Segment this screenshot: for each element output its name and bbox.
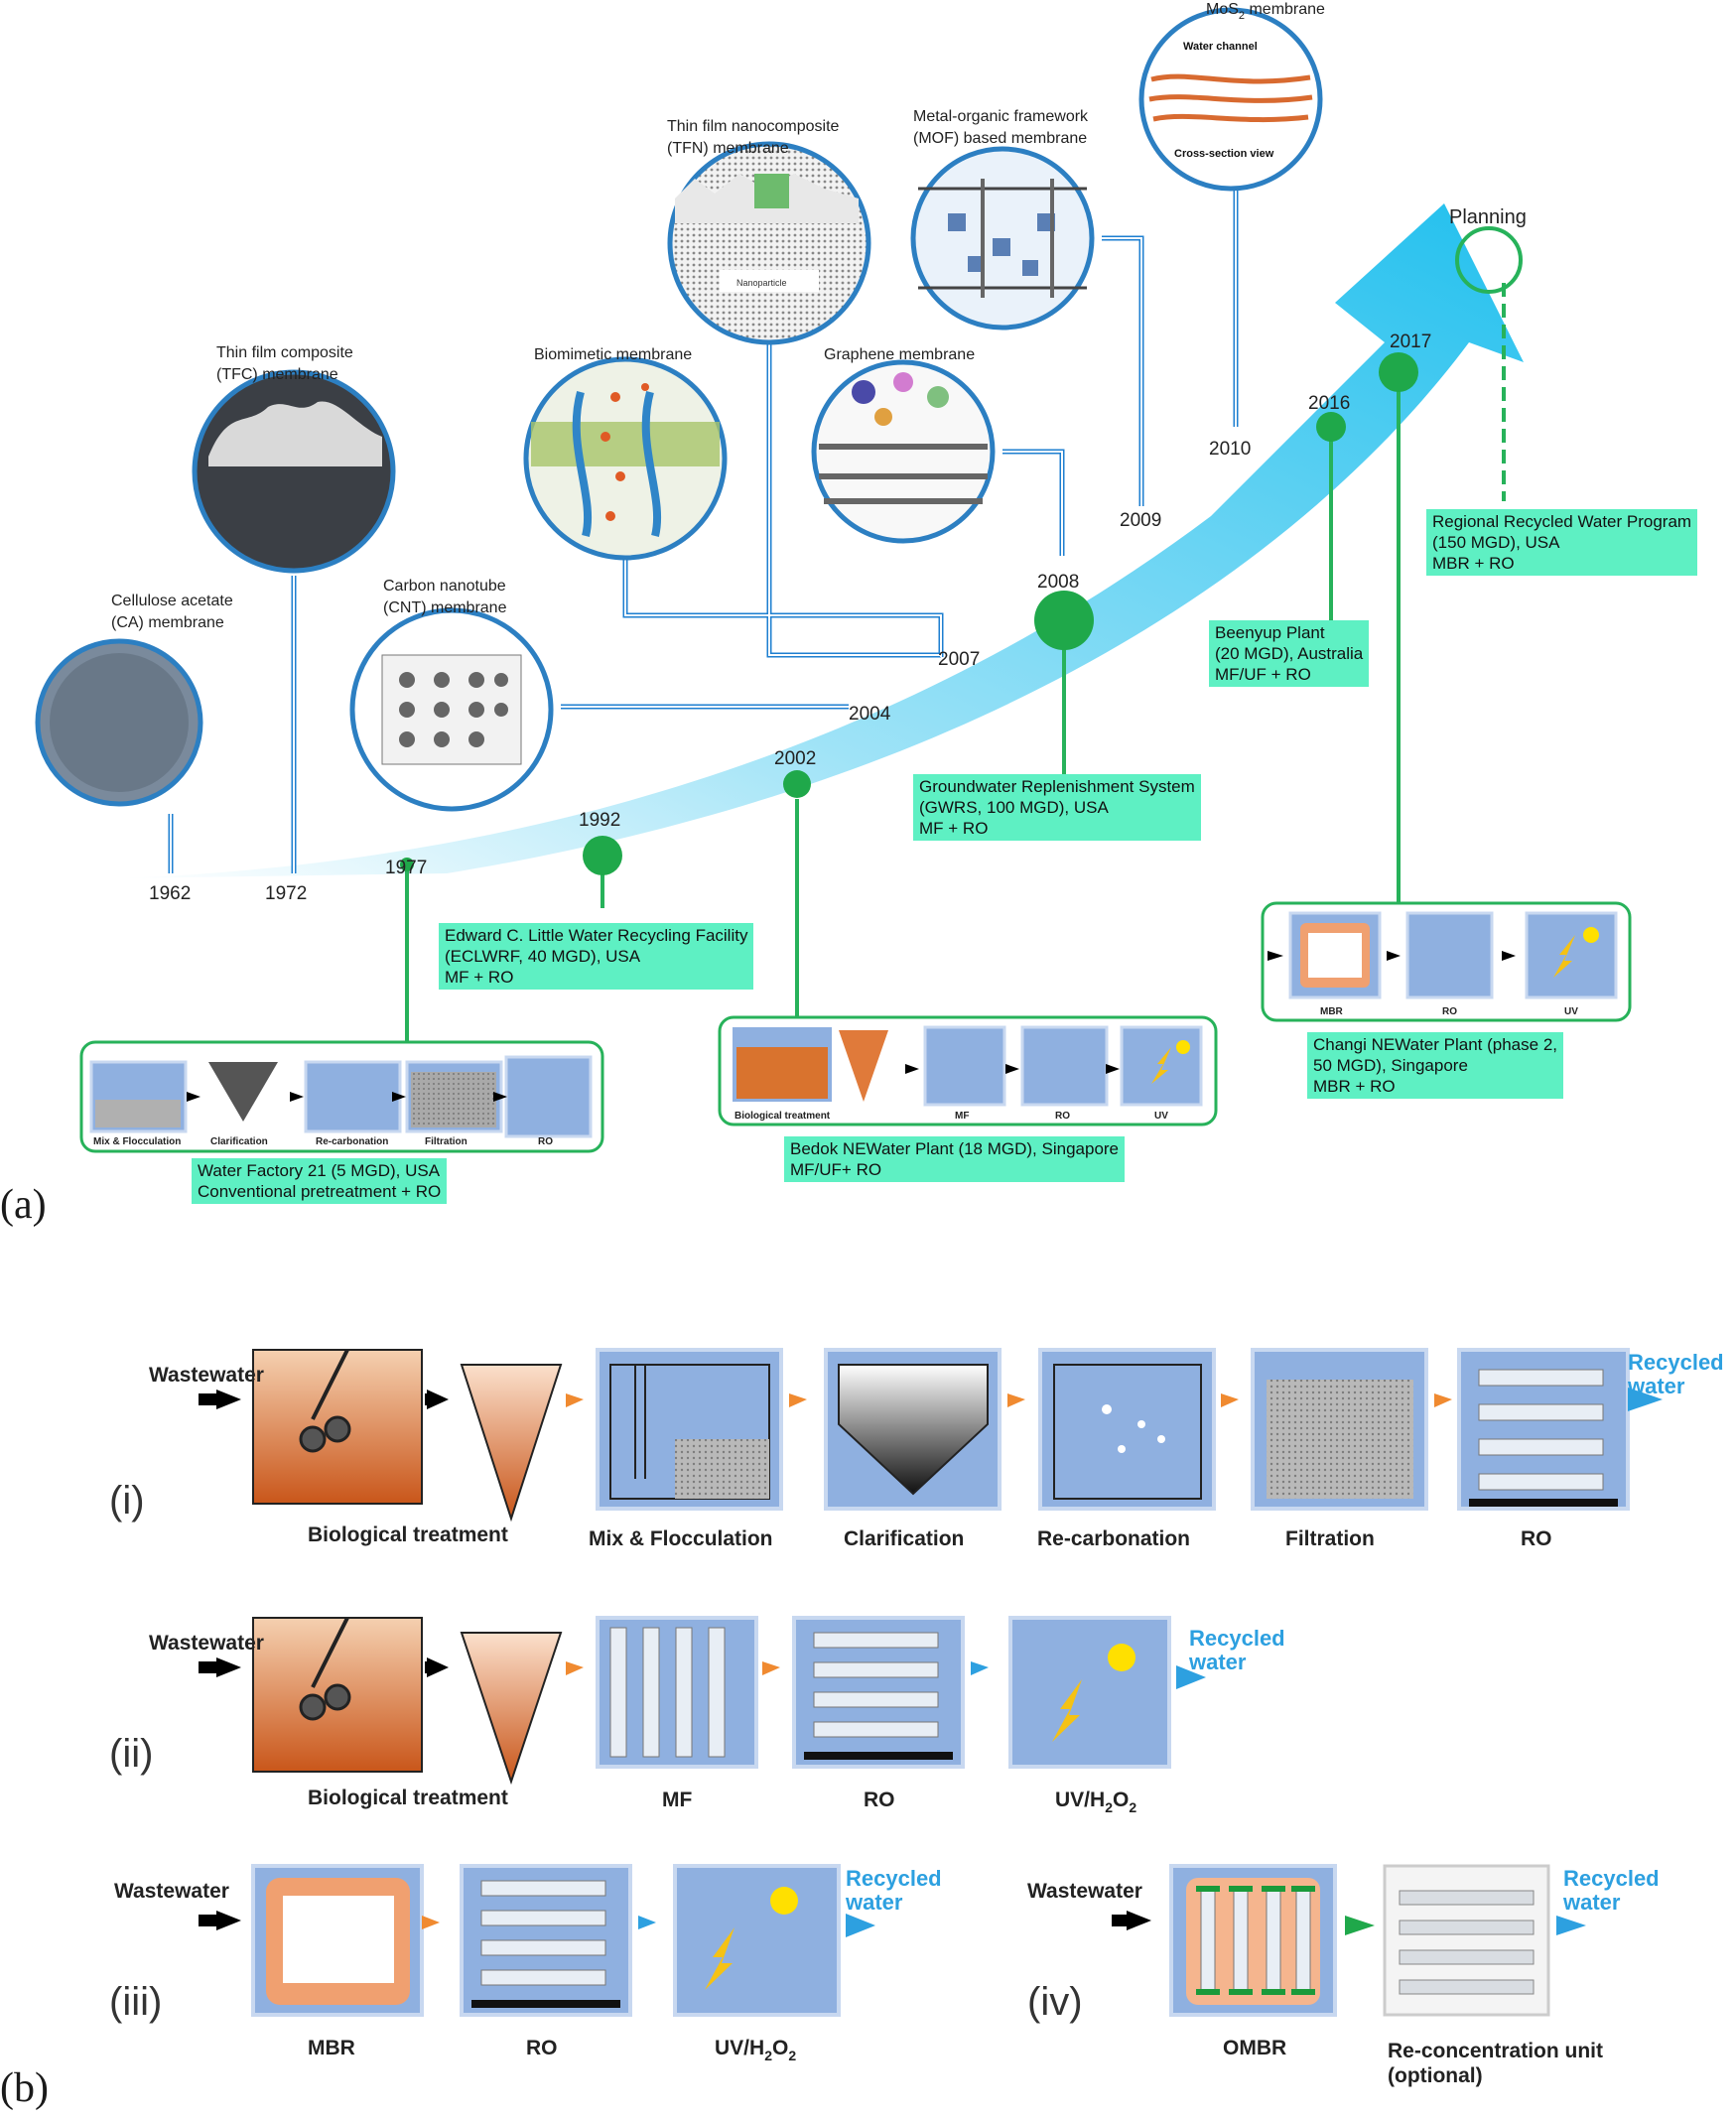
recycled-label-1: Recycled <box>1189 1626 1285 1651</box>
mini-step-label: UV <box>1564 1006 1578 1017</box>
mini-step-label: RO <box>1055 1111 1070 1122</box>
step-label: OMBR <box>1223 2037 1286 2059</box>
year-label: 2010 <box>1209 439 1251 460</box>
step-label: UV/H2O2 <box>1055 1789 1136 1815</box>
row-tag-iii: (iii) <box>109 1980 163 2024</box>
cnt-label-2: (CNT) membrane <box>383 599 507 616</box>
tfc-label-2: (TFC) membrane <box>216 366 338 383</box>
timeline-diagram: 1962 1972 1977 1992 2002 2004 2007 2008 … <box>35 1 1632 1153</box>
water-channel-text: Water channel <box>1183 41 1258 53</box>
tfc-label-1: Thin film composite <box>216 344 353 361</box>
biomimetic-label: Biomimetic membrane <box>534 346 692 363</box>
row-i: Wastewater Recycled water Biological tre… <box>149 1348 1724 1550</box>
mini-step-label: Clarification <box>210 1136 268 1147</box>
step-label: Mix & Flocculation <box>589 1527 773 1550</box>
recycled-label-2: water <box>1627 1374 1685 1398</box>
wastewater-label: Wastewater <box>149 1364 264 1387</box>
eclwrf-box: Edward C. Little Water Recycling Facilit… <box>439 923 754 990</box>
step-label: RO <box>1521 1527 1552 1550</box>
mini-step-label: Biological treatment <box>734 1111 831 1122</box>
step-label: MF <box>662 1789 692 1811</box>
changi-box: Changi NEWater Plant (phase 2,50 MGD), S… <box>1307 1032 1563 1099</box>
regional-box: Regional Recycled Water Program(150 MGD)… <box>1426 509 1698 576</box>
step-label: Clarification <box>844 1527 964 1550</box>
step-label: RO <box>864 1789 895 1811</box>
recycled-label-1: Recycled <box>846 1866 942 1891</box>
dot-2008 <box>1034 591 1094 650</box>
recycled-label-2: water <box>1188 1650 1247 1674</box>
mos2-label: MoS2 membrane <box>1206 1 1325 22</box>
wastewater-label: Wastewater <box>114 1880 229 1903</box>
year-label: 2017 <box>1390 331 1431 352</box>
year-label: 1962 <box>149 883 191 904</box>
row-tag-ii: (ii) <box>109 1732 154 1776</box>
mini-step-label: MBR <box>1320 1006 1344 1017</box>
dot-2017 <box>1379 352 1418 392</box>
mini-step-label: UV <box>1154 1111 1168 1122</box>
row-iii: Wastewater Recycled water MBR RO UV/H2O2 <box>114 1864 942 2063</box>
step-label: Filtration <box>1285 1527 1375 1550</box>
timeline-arrow <box>119 203 1524 878</box>
year-label: 2016 <box>1308 393 1350 414</box>
recycled-label-1: Recycled <box>1563 1866 1660 1891</box>
gwrs-box: Groundwater Replenishment System(GWRS, 1… <box>913 774 1201 841</box>
dot-1992 <box>583 836 622 875</box>
process-diagram: Wastewater Recycled water Biological tre… <box>114 1348 1724 2087</box>
tfn-label-1: Thin film nanocomposite <box>667 118 840 135</box>
cnt-label-1: Carbon nanotube <box>383 578 506 595</box>
year-label: 2007 <box>938 649 980 670</box>
year-label: 1992 <box>579 810 620 831</box>
year-label: 2008 <box>1037 572 1079 593</box>
step-label: Re-carbonation <box>1037 1527 1190 1550</box>
step-label: RO <box>526 2037 558 2059</box>
recycled-label-2: water <box>1562 1890 1621 1915</box>
dot-2002 <box>783 770 811 798</box>
row-tag-i: (i) <box>109 1479 145 1523</box>
step-label: Biological treatment <box>308 1787 508 1809</box>
step-label: Re-concentration unit <box>1388 2040 1603 2062</box>
mini-step-label: MF <box>955 1111 969 1122</box>
recycled-label-1: Recycled <box>1628 1350 1724 1375</box>
wf21-steps <box>89 1055 593 1138</box>
ca-label-2: (CA) membrane <box>111 614 224 631</box>
mof-label-1: Metal-organic framework <box>913 108 1089 125</box>
cross-section-text: Cross-section view <box>1174 148 1274 160</box>
row-tag-iv: (iv) <box>1027 1980 1083 2024</box>
tfc-membrane-image <box>192 369 396 574</box>
planning-ring <box>1455 226 1523 294</box>
mini-step-label: Filtration <box>425 1136 467 1147</box>
year-label: 1972 <box>265 883 307 904</box>
step-label: UV/H2O2 <box>715 2037 796 2063</box>
mini-step-label: RO <box>538 1136 553 1147</box>
mini-step-label: Mix & Flocculation <box>93 1136 181 1147</box>
step-label: Biological treatment <box>308 1524 508 1546</box>
graphene-label: Graphene membrane <box>824 346 975 363</box>
planning-label: Planning <box>1449 206 1527 228</box>
mof-label-2: (MOF) based membrane <box>913 130 1087 147</box>
mini-step-label: Re-carbonation <box>316 1136 388 1147</box>
step-label: (optional) <box>1388 2064 1483 2087</box>
wastewater-label: Wastewater <box>149 1632 264 1655</box>
dot-2016 <box>1316 412 1346 442</box>
step-label: MBR <box>308 2037 355 2059</box>
panel-a-label: (a) <box>0 1182 47 1228</box>
tfn-label-2: (TFN) membrane <box>667 140 789 157</box>
row-iv: Wastewater Recycled water OMBR Re-concen… <box>1027 1864 1660 2087</box>
year-label: 2002 <box>774 748 816 769</box>
ca-label-1: Cellulose acetate <box>111 593 233 609</box>
panel-b-label: (b) <box>0 2065 49 2111</box>
wastewater-label: Wastewater <box>1027 1880 1142 1903</box>
year-label: 1977 <box>385 858 427 878</box>
row-ii: Wastewater Recycled water Biological tre… <box>149 1616 1285 1815</box>
dot-1977 <box>400 858 414 871</box>
graphene-membrane-image <box>811 359 996 544</box>
recycled-label-2: water <box>845 1890 903 1915</box>
year-label: 2004 <box>849 704 891 725</box>
mini-step-label: RO <box>1442 1006 1457 1017</box>
year-label: 2009 <box>1120 510 1161 531</box>
nanoparticle-text: Nanoparticle <box>736 278 787 288</box>
